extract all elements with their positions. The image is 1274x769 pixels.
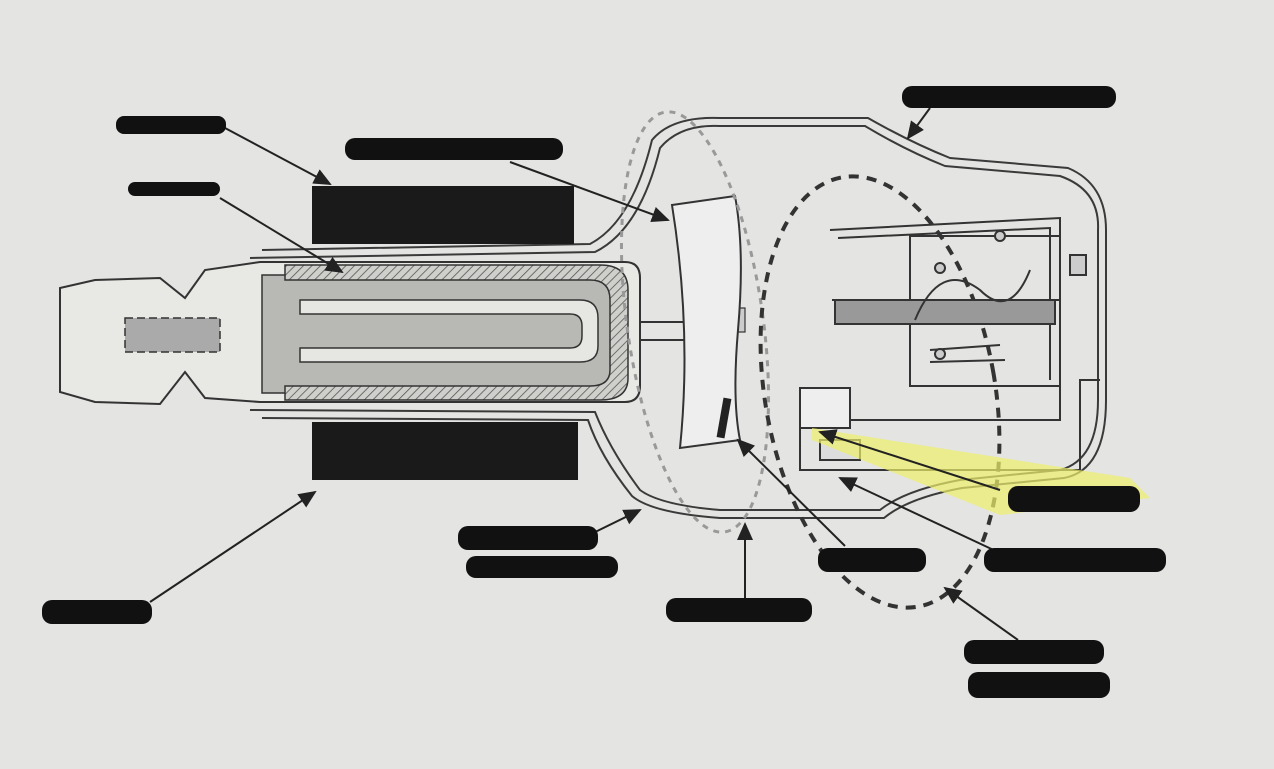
anode-target [670,194,742,450]
leader-arrows [149,107,1019,641]
label-right-highlighted [1008,486,1140,512]
label-bottom-right [964,640,1104,664]
label-bottom-center [666,598,812,622]
label-top-center [345,138,563,160]
label-bottom-center-right [818,548,926,572]
label-bottom-left [42,600,152,624]
glass-envelope [249,116,1107,519]
label-right-lower [984,548,1166,572]
label-bottom-center-left-2 [466,556,618,578]
cathode-assembly [799,216,1100,471]
label-bottom-right-2 [968,672,1110,698]
label-top-left-2 [128,182,220,196]
focal-spot [716,397,732,439]
label-top-left-1 [116,116,226,134]
stator-top [312,186,574,244]
cathode-boundary [758,174,1002,610]
stator-bottom [312,422,578,480]
redacted-labels [42,86,1166,698]
label-bottom-center-left [458,526,598,550]
label-top-right [902,86,1116,108]
anode-assembly [59,261,746,406]
